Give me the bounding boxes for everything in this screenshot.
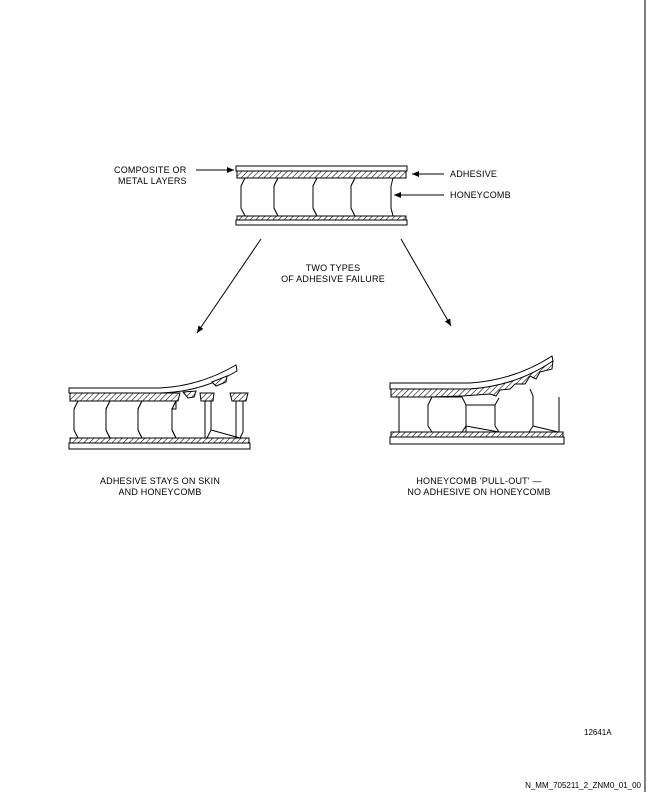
composite-label-line1: COMPOSITE OR [114, 165, 187, 175]
right-bottom-skin [389, 436, 565, 445]
two-types-label-line1: TWO TYPES [306, 263, 361, 273]
left-top-adhesive [69, 392, 181, 402]
left-honeycomb-core [73, 400, 244, 439]
left-peeled-skin [68, 364, 238, 394]
intact-sandwich-panel [235, 165, 408, 226]
drawing-id: N_MM_705211_2_ZNM0_01_00 [525, 781, 641, 790]
left-adhesive-on-skin-2 [211, 375, 228, 387]
bottom-skin [235, 219, 408, 226]
honeycomb-core [240, 177, 394, 217]
right-failure-panel [389, 355, 565, 445]
two-types-label-line2: OF ADHESIVE FAILURE [281, 274, 385, 284]
left-failure-panel [68, 364, 251, 450]
right-caption-line1: HONEYCOMB 'PULL-OUT' — [416, 476, 541, 486]
top-adhesive-layer [236, 170, 407, 179]
left-adhesive-on-skin-1 [181, 390, 197, 399]
adhesive-label: ADHESIVE [450, 169, 497, 179]
left-failure-arrow [196, 238, 262, 334]
right-adhesive-on-skin [390, 359, 554, 398]
left-adhesive-on-core-1 [199, 392, 215, 402]
top-skin [235, 165, 408, 172]
composite-label-line2: METAL LAYERS [118, 176, 187, 186]
left-adhesive-on-core-2 [229, 392, 249, 402]
bottom-adhesive-layer [236, 215, 407, 221]
left-bottom-adhesive [69, 437, 250, 444]
right-caption-line2: NO ADHESIVE ON HONEYCOMB [407, 487, 550, 497]
right-peeled-skin [389, 355, 554, 390]
left-caption-line2: AND HONEYCOMB [118, 487, 201, 497]
left-caption-line1: ADHESIVE STAYS ON SKIN [100, 476, 220, 486]
left-bottom-skin [68, 442, 251, 450]
figure-number: 12641A [584, 728, 612, 737]
right-failure-arrow [400, 238, 452, 327]
right-bottom-adhesive [390, 431, 564, 438]
honeycomb-label: HONEYCOMB [450, 190, 511, 200]
